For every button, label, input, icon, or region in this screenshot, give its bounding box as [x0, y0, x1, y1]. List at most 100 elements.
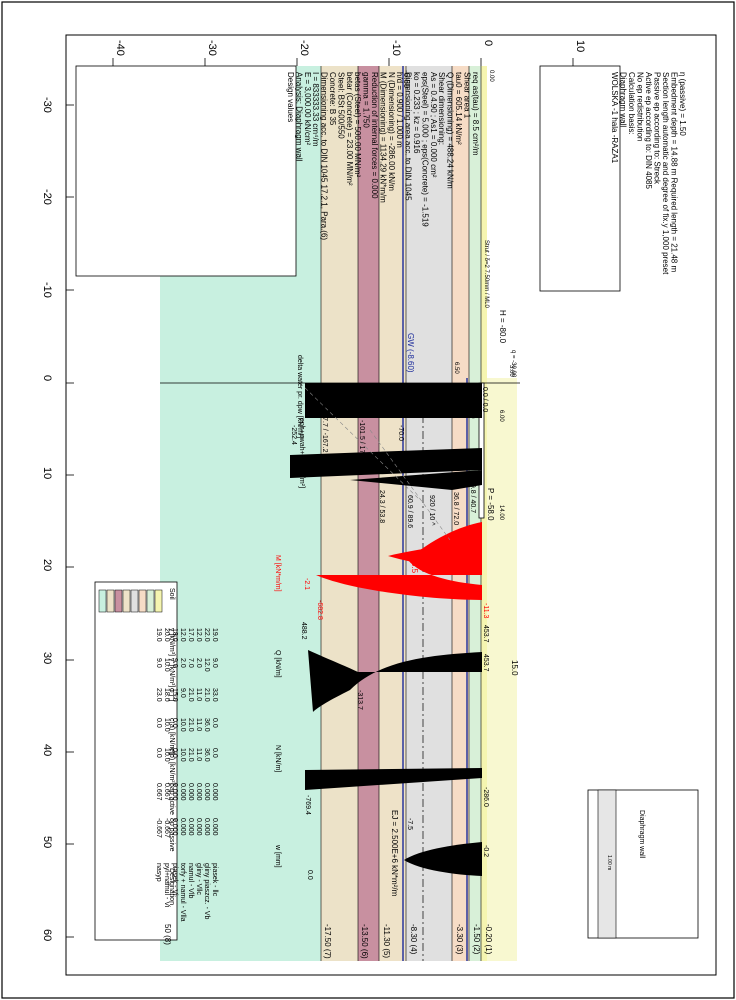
width-axis	[112, 58, 574, 66]
soil-band-top	[487, 378, 517, 961]
width-tick-label: -30	[206, 40, 218, 56]
width-tick-labels: 10 0 -10 -20 -30 -40	[114, 40, 586, 56]
depth-tick-label: 40	[41, 744, 53, 756]
top-level-label: 0.00	[488, 70, 494, 82]
value-n-top: -286.0	[482, 787, 489, 807]
layer-depth-label: -1.50 (2)	[472, 924, 481, 955]
title-block-text: WOLSKA -1 hala -RAZA1Diaphragm wallCalcu…	[610, 72, 687, 275]
value-m-mid: 920 / 10 ^	[428, 495, 435, 526]
wall-symbol	[597, 789, 617, 939]
eph-label: eph+pwah+pw [kN/m²]	[298, 418, 305, 488]
title-block	[539, 65, 621, 292]
value-eph-h: 0.0 / -1.60	[469, 387, 476, 419]
depth-tick-label: 60	[41, 929, 53, 941]
soil-band-3	[452, 66, 469, 961]
value-m-bot: -11.3	[482, 603, 489, 619]
layer-depth-label: -3.30 (3)	[455, 924, 464, 955]
normal-label: N [kN/m]	[274, 745, 281, 772]
value-eph-a: -167.7 / -167.2	[321, 407, 328, 453]
width-tick-label: -10	[390, 40, 402, 56]
depth-tick-label: 10	[41, 467, 53, 479]
moment-diagram-top	[388, 540, 482, 572]
soil-band-5	[379, 66, 406, 961]
water-pressure-label: delta water pr. dpw [kN/m²]	[296, 355, 303, 438]
wall-thickness-label: 1.00 m	[606, 855, 612, 870]
depth-tick-label: 0	[41, 375, 53, 381]
eph-diagram-lower	[290, 448, 482, 478]
soil-band-7	[321, 66, 358, 961]
value-water-max: 70.0	[306, 400, 313, 414]
design-block-text: Design valuesAnalysis: Diaphragm wallE =…	[286, 72, 480, 240]
value-eph-b: -101.5 / 17.7	[358, 420, 365, 459]
dim-650: 6.50	[453, 362, 459, 374]
excavation-label: -6.60	[402, 70, 411, 89]
value-q-b: 453.7	[482, 654, 489, 672]
value-eph-d: 24.3 / 53.8	[378, 490, 385, 523]
anchor-note: Strut / δ=2 7.50mm / ML0	[483, 240, 489, 309]
ej-label: EJ = 2.500E+6 kN*m²/m	[390, 810, 399, 897]
depth-tick-label: -10	[41, 282, 53, 298]
layer-depth-label: -8.30 (4)	[409, 924, 418, 955]
legend-block	[94, 581, 178, 941]
layer-depth-label: -0.20 (1)	[484, 924, 493, 955]
legend-swatch	[98, 589, 107, 613]
dim-600: 6.00	[498, 410, 504, 422]
value-eph-i: 0.0 / 0.0	[481, 387, 488, 412]
wall-label: Diaphragm wall	[638, 810, 645, 859]
width-tick-label: 0	[482, 40, 494, 46]
value-eph-f: 36.8 / 72.0	[452, 492, 459, 525]
width-tick-label: -20	[298, 40, 310, 56]
legend-swatch	[130, 589, 139, 613]
depth-tick-label: 30	[41, 652, 53, 664]
legend-swatch	[106, 589, 115, 613]
value-m-small: -2.1	[303, 578, 310, 590]
value-m-max: 975.5	[410, 553, 419, 574]
soil-band-2	[469, 66, 481, 961]
moment-diagram	[316, 522, 482, 600]
legend-swatch	[146, 589, 155, 613]
value-eph-e: 60.9 / 89.6	[406, 495, 413, 528]
value-q-max: 488.2	[300, 622, 307, 640]
layer-depth-labels: -0.20 (1)-1.50 (2) -3.30 (3) -8.30 (4) -11.…	[163, 924, 493, 959]
value-water-neg: -70.0	[397, 425, 404, 441]
value-w-max: -7.5	[406, 818, 413, 830]
soil-band-4	[406, 66, 452, 961]
value-n-min: -769.4	[304, 795, 311, 815]
legend-swatch	[122, 589, 131, 613]
design-values-block	[75, 65, 297, 277]
h-load-label: H = -80.0	[498, 310, 507, 344]
normal-force-diagram	[305, 768, 482, 790]
layer-depth-label: 50 (8)	[163, 924, 172, 945]
dim-150: 15.0	[510, 660, 519, 676]
legend-rows-text: 19.09.023.00.00.00.667-0.667nasyp20.010.…	[155, 628, 218, 922]
width-tick-label: -40	[114, 40, 126, 56]
moment-label: M [kN*m/m]	[274, 555, 281, 592]
soil-band-6	[358, 66, 379, 961]
q-load-label: q = -30.00	[510, 350, 516, 378]
layer-depth-label: -11.30 (5)	[382, 924, 391, 958]
value-q-a: 453.7	[482, 625, 489, 643]
value-eph-g: 29.8 / 40.7	[469, 480, 476, 513]
eph-diagram-upper	[358, 383, 482, 418]
width-tick-label: 10	[574, 40, 586, 52]
depth-tick-label: 50	[41, 836, 53, 848]
legend-header-text: Soilγ [kN/m³]γ' [kN/m³]φ [°]c(a) [kN/m²]…	[168, 588, 176, 905]
value-w-zero: 0.0	[306, 870, 313, 880]
deflection-label: w [mm]	[274, 844, 281, 868]
plot-area	[66, 58, 699, 961]
layer-depth-label: -17.50 (7)	[323, 924, 332, 959]
groundwater-label: GW (-8.60)	[406, 333, 415, 373]
shear-label: Q [kN/m]	[274, 650, 281, 678]
legend-swatch	[154, 589, 163, 613]
layer-depth-label: -13.50 (6)	[360, 924, 369, 959]
eph-diagram-mid	[350, 470, 482, 490]
dim-300: 3.00	[508, 365, 514, 377]
depth-tick-label: -20	[41, 189, 53, 205]
value-q-min: -313.7	[356, 690, 363, 710]
deflection-diagram	[404, 842, 482, 876]
value-w-top: -0.2	[482, 845, 489, 857]
legend-swatch	[114, 589, 123, 613]
plot-frame	[65, 34, 717, 976]
